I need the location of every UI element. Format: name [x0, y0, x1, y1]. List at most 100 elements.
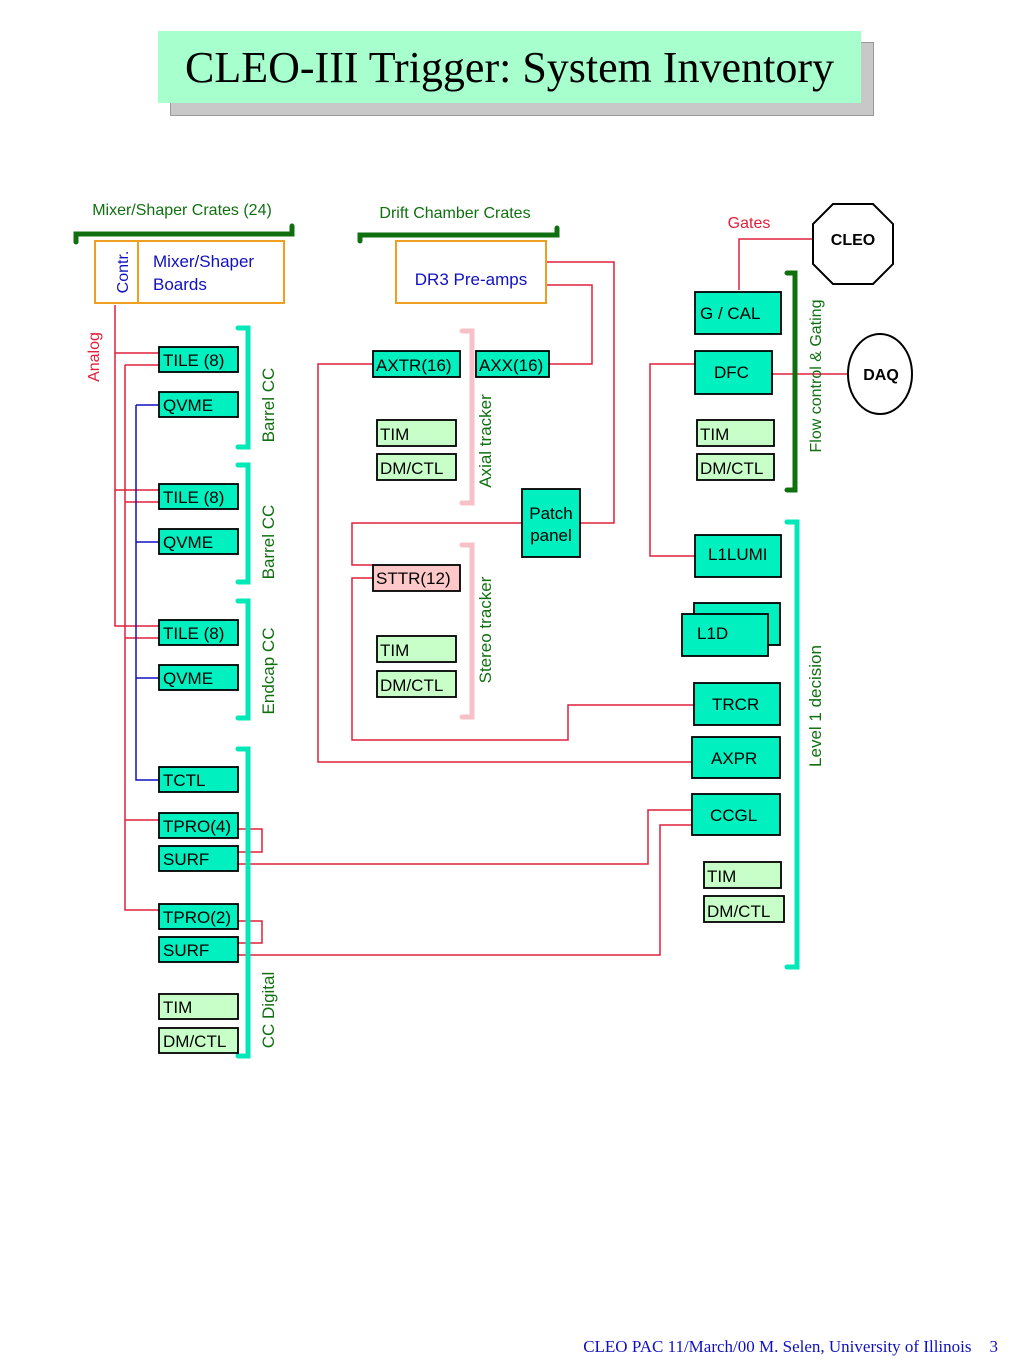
control-wires: [135, 404, 160, 781]
drift-crates-bar: [357, 225, 560, 244]
ccgl-module: [691, 793, 781, 836]
qvme-module-2: [158, 528, 239, 555]
footer-text: CLEO PAC 11/March/00 M. Selen, Universit…: [583, 1337, 972, 1356]
mixer-crates-bar: [73, 223, 295, 245]
dfc-module: [694, 350, 773, 395]
tile-label-3: TILE (8): [163, 624, 224, 643]
tim-label-l1: TIM: [707, 867, 736, 886]
wire-analog-tile1: [114, 305, 160, 354]
system-inventory-diagram: Mixer/Shaper Crates (24) Drift Chamber C…: [73, 202, 913, 1059]
wire-qvme-tctl: [135, 405, 160, 781]
trcr-label: TRCR: [712, 695, 759, 714]
tim-label-flow: TIM: [700, 425, 729, 444]
dmctl-module-flow: [696, 453, 775, 481]
tim-label-axial: TIM: [380, 425, 409, 444]
dmctl-module-l1: [703, 895, 785, 923]
patch-label: Patch: [529, 504, 572, 523]
l1lumi-label: L1LUMI: [708, 545, 768, 564]
dfc-label: DFC: [714, 363, 749, 382]
qvme-label-1: QVME: [163, 396, 213, 415]
mixer-boards-label: Mixer/Shaper: [153, 252, 254, 271]
wire-dr3-patch: [546, 261, 615, 524]
tile-label-1: TILE (8): [163, 351, 224, 370]
flow-control-bracket: [784, 270, 798, 493]
page-number: 3: [989, 1337, 999, 1356]
dr3-preamps-label: DR3 Pre-amps: [415, 270, 527, 289]
level1-bracket: [784, 519, 800, 970]
daq-ellipse: [847, 333, 913, 415]
tile-module-2: [158, 483, 239, 510]
gates-label: Gates: [728, 215, 771, 232]
surf-label-1: SURF: [163, 850, 209, 869]
surf-module-1: [158, 845, 239, 872]
cc-digital-label: CC Digital: [259, 972, 278, 1049]
cc-digital-bracket: [235, 746, 251, 1059]
mixer-boards-label-2: Boards: [153, 275, 207, 294]
mixer-crates-label: Mixer/Shaper Crates (24): [92, 202, 272, 219]
tim-module-l1: [703, 861, 782, 889]
dmctl-module-cc: [158, 1027, 239, 1054]
tpro4-label: TPRO(4): [163, 817, 231, 836]
dmctl-label-stereo: DM/CTL: [380, 676, 443, 695]
cleo-label: CLEO: [831, 232, 875, 249]
axx-label: AXX(16): [479, 356, 543, 375]
wire-axtr-axpr: [317, 363, 692, 763]
daq-label: DAQ: [863, 367, 899, 384]
tim-module-flow: [696, 419, 775, 447]
stereo-tracker-label: Stereo tracker: [476, 576, 495, 683]
analog-label: Analog: [86, 332, 103, 382]
patch-panel: [521, 488, 581, 558]
dmctl-module-stereo: [376, 670, 457, 698]
gcal-label: G / CAL: [700, 304, 760, 323]
wire-dfc-l1lumi: [649, 363, 695, 557]
axpr-module: [691, 736, 781, 779]
tim-label-cc: TIM: [163, 998, 192, 1017]
trcr-module: [693, 682, 781, 726]
gcal-module: [694, 291, 782, 335]
barrel-cc-bracket-1: [235, 325, 251, 450]
barrel-cc-bracket-2: [235, 462, 251, 585]
wire-tile-to-tpro: [124, 365, 160, 911]
drift-crates-label: Drift Chamber Crates: [379, 205, 530, 222]
tim-module-axial: [376, 419, 457, 447]
level1-label: Level 1 decision: [806, 645, 825, 767]
tctl-module: [158, 766, 239, 793]
axial-tracker-label: Axial tracker: [476, 394, 495, 488]
contr-label: Contr.: [115, 251, 132, 294]
mixer-boards-box: [137, 240, 285, 304]
sttr-label: STTR(12): [376, 569, 451, 588]
cleo-octagon: [812, 203, 894, 285]
stereo-tracker-bracket: [459, 542, 475, 720]
tim-module-cc: [158, 993, 239, 1020]
tim-label-stereo: TIM: [380, 641, 409, 660]
dmctl-label-cc: DM/CTL: [163, 1032, 226, 1051]
signal-wires: [114, 238, 848, 956]
dmctl-label-axial: DM/CTL: [380, 459, 443, 478]
l1d-label: L1D: [697, 624, 728, 643]
l1d-module: [681, 613, 769, 657]
page-title: CLEO-III Trigger: System Inventory: [158, 31, 861, 103]
barrel-cc-label-2: Barrel CC: [259, 505, 278, 580]
surf-module-2: [158, 936, 239, 963]
wire-surf1-ccgl: [238, 809, 692, 865]
sttr-module: [372, 564, 461, 592]
tim-module-stereo: [376, 635, 457, 663]
tile-module-1: [158, 346, 239, 373]
endcap-cc-bracket: [235, 598, 251, 721]
wire-gates: [738, 238, 815, 290]
patch-label-2: panel: [530, 526, 572, 545]
tctl-label: TCTL: [163, 771, 206, 790]
wire-patch-sttr: [351, 522, 522, 566]
endcap-cc-label: Endcap CC: [259, 628, 278, 715]
surf-label-2: SURF: [163, 941, 209, 960]
qvme-label-3: QVME: [163, 669, 213, 688]
qvme-module-1: [158, 391, 239, 418]
tile-module-3: [158, 619, 239, 646]
dmctl-module-axial: [376, 453, 457, 481]
axpr-label: AXPR: [711, 749, 757, 768]
wire-analog-tile2: [114, 353, 160, 491]
ccgl-label: CCGL: [710, 806, 757, 825]
contr-box: [94, 240, 139, 304]
tile-label-2: TILE (8): [163, 488, 224, 507]
dr3-preamps-box: [395, 240, 547, 304]
